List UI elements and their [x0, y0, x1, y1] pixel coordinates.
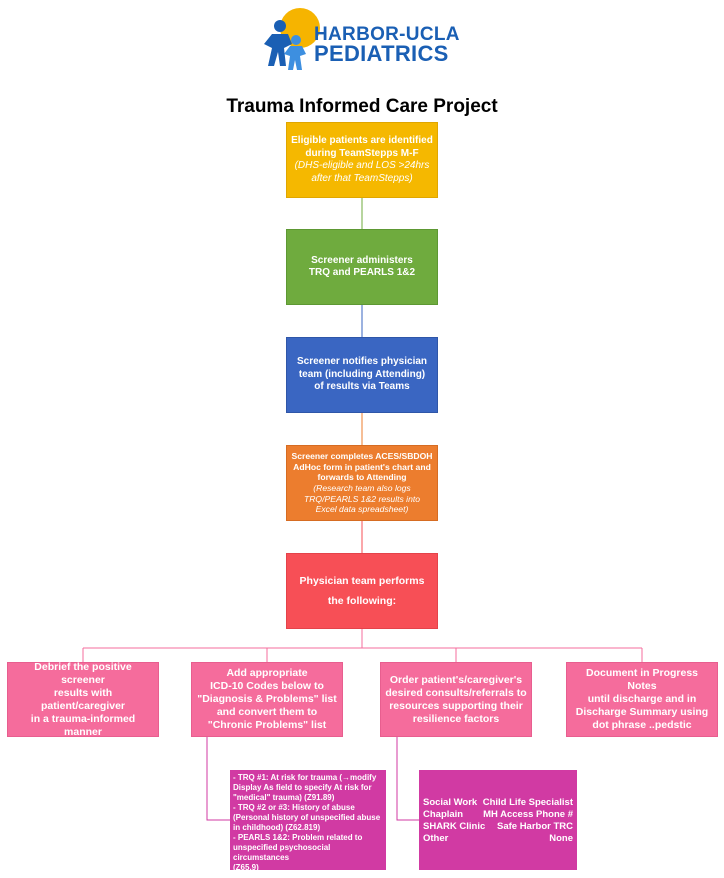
resources-right-column: Child Life Specialist MH Access Phone # …	[483, 797, 573, 845]
resource-item: SHARK Clinic	[423, 821, 486, 832]
step-complete-note3: Excel data spreadsheet)	[315, 504, 409, 515]
resource-item: Chaplain	[423, 809, 464, 820]
step-identify-line2: during TeamStepps M-F	[305, 147, 419, 159]
action-debrief-line2: results with patient/caregiver	[40, 686, 126, 712]
action-codes-line4: and convert them to	[216, 706, 318, 718]
step-notify-line1: Screener notifies physician	[296, 356, 428, 368]
action-codes-line3: "Diagnosis & Problems" list	[197, 693, 337, 705]
logo-line1: HARBOR-UCLA	[314, 24, 460, 45]
code-trq23-line3: in childhood) (Z62.819)	[233, 823, 321, 832]
resources-box: Social Work Chaplain SHARK Clinic Other …	[419, 770, 577, 870]
action-document-line3: Discharge Summary using	[575, 706, 709, 718]
action-codes-line2: ICD-10 Codes below to	[210, 680, 324, 692]
resource-item: Safe Harbor TRC	[496, 821, 573, 832]
step-complete-line2: AdHoc form in patient's chart and	[293, 461, 431, 472]
resource-item: None	[549, 833, 573, 844]
connector-codes-detail	[206, 737, 230, 821]
action-document-notes: Document in Progress Notes until dischar…	[566, 662, 718, 737]
action-order-consults: Order patient's/caregiver's desired cons…	[380, 662, 532, 737]
code-pearls-line2: unspecified psychosocial circumstances	[233, 843, 331, 862]
action-document-line2: until discharge and in	[587, 693, 697, 705]
code-trq1-line3: "medical" trauma) (Z91.89)	[233, 793, 335, 802]
step-identify-note1: (DHS-eligible and LOS >24hrs	[294, 160, 430, 171]
resource-item: Other	[423, 833, 449, 844]
action-debrief-line3: in a trauma-informed manner	[30, 712, 136, 738]
step-identify-patients: Eligible patients are identified during …	[286, 122, 438, 198]
step-notify-line2: team (including Attending)	[298, 368, 426, 380]
logo-figures-icon	[264, 8, 320, 70]
connector-order-resources	[396, 737, 419, 821]
step-notify-line3: of results via Teams	[314, 381, 410, 393]
code-trq1-line1: - TRQ #1: At risk for trauma (→modify	[233, 773, 377, 782]
code-trq23-line1: - TRQ #2 or #3: History of abuse	[233, 803, 355, 812]
step-complete-note2: TRQ/PEARLS 1&2 results into	[303, 493, 421, 504]
action-document-line4: dot phrase ..pedstic	[592, 719, 692, 731]
action-codes-line5: "Chronic Problems" list	[207, 719, 327, 731]
code-trq23-line2: (Personal history of unspecified abuse	[233, 813, 381, 822]
action-debrief: Debrief the positive screener results wi…	[7, 660, 159, 738]
step-complete-note1: (Research team also logs	[313, 483, 411, 493]
step-physician-team: Physician team performs the following:	[286, 553, 438, 629]
step-identify-note2: after that TeamStepps)	[311, 172, 413, 184]
resource-item: Social Work	[423, 797, 478, 808]
step-complete-form: Screener completes ACES/SBDOH AdHoc form…	[286, 445, 438, 521]
code-trq1-line2: Display As field to specify At risk for	[233, 783, 372, 792]
logo-line2: PEDIATRICS	[314, 41, 449, 66]
step-notify: Screener notifies physician team (includ…	[286, 337, 438, 413]
harbor-ucla-pediatrics-logo: HARBOR-UCLA PEDIATRICS	[262, 4, 460, 74]
resource-item: MH Access Phone #	[483, 809, 573, 820]
step-complete-line1: Screener completes ACES/SBDOH	[291, 451, 433, 462]
step-physician-line1: Physician team performs	[299, 575, 425, 587]
resource-item: Child Life Specialist	[482, 797, 573, 808]
step-identify-line1: Eligible patients are identified	[291, 135, 433, 146]
icd-codes-detail: - TRQ #1: At risk for trauma (→modify Di…	[230, 770, 386, 872]
code-pearls-line3: (Z65.9)	[233, 863, 259, 872]
resources-left-column: Social Work Chaplain SHARK Clinic Other	[423, 797, 485, 845]
page-title: Trauma Informed Care Project	[226, 96, 498, 117]
action-codes-line1: Add appropriate	[226, 667, 308, 679]
action-add-codes: Add appropriate ICD-10 Codes below to "D…	[191, 662, 343, 737]
action-debrief-line1: Debrief the positive screener	[34, 660, 132, 686]
step-administer-line2: TRQ and PEARLS 1&2	[308, 267, 416, 278]
step-complete-line3: forwards to Attending	[317, 472, 407, 483]
step-physician-line2: the following:	[327, 595, 397, 607]
action-order-line2: desired consults/referrals to	[385, 686, 527, 699]
action-order-line4: resilience factors	[412, 712, 500, 725]
action-document-line1: Document in Progress Notes	[585, 667, 699, 692]
step-administer-line1: Screener administers	[311, 254, 413, 266]
code-pearls-line1: - PEARLS 1&2: Problem related to	[233, 833, 363, 842]
action-order-line1: Order patient's/caregiver's	[389, 673, 523, 686]
step-administer: Screener administers TRQ and PEARLS 1&2	[286, 229, 438, 305]
action-order-line3: resources supporting their	[389, 699, 523, 712]
